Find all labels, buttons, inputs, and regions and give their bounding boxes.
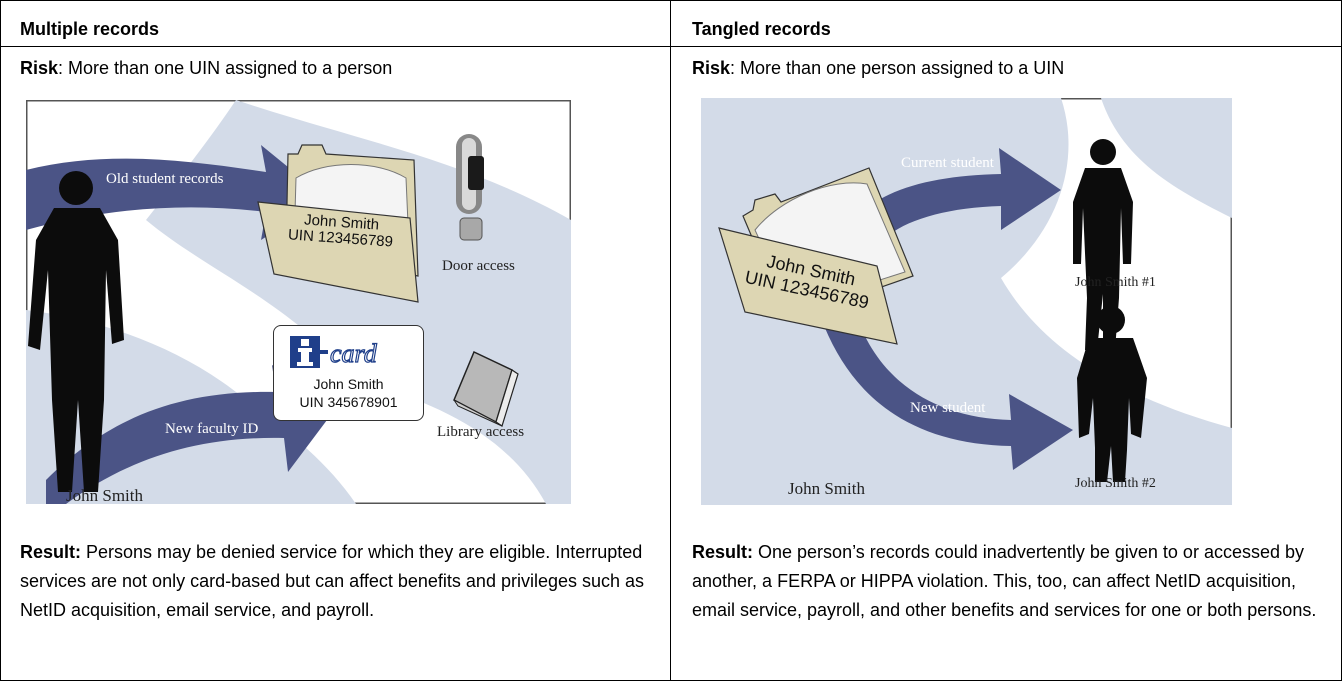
card-name: John Smith <box>313 376 384 392</box>
current-student-label: Current student <box>901 155 994 171</box>
right-heading: Tangled records <box>692 19 831 39</box>
header-divider <box>0 46 1342 47</box>
column-divider <box>670 0 671 681</box>
folder-tangled <box>718 167 914 345</box>
person-silhouette <box>28 171 124 492</box>
right-risk: Risk: More than one person assigned to a… <box>692 57 1064 79</box>
old-records-label: Old student records <box>106 171 224 187</box>
door-access-label: Door access <box>442 258 515 274</box>
old-records-arrow <box>26 145 326 240</box>
person2-label: John Smith #2 <box>1075 476 1156 491</box>
new-faculty-id-label: New faculty ID <box>165 421 259 437</box>
person1-label: John Smith #1 <box>1075 275 1156 290</box>
right-risk-text: : More than one person assigned to a UIN <box>730 58 1065 78</box>
swoosh-background-top <box>1101 98 1232 218</box>
library-book-icon <box>453 350 519 427</box>
diagram-canvas-right <box>701 98 1232 505</box>
left-heading: Multiple records <box>20 19 160 39</box>
left-result-label: Result: <box>20 542 82 562</box>
left-risk: Risk: More than one UIN assigned to a pe… <box>20 57 392 79</box>
left-result-text: Persons may be denied service for which … <box>20 542 645 620</box>
library-access-label: Library access <box>437 424 525 440</box>
folder-top <box>257 144 419 303</box>
right-result-label: Result: <box>692 542 754 562</box>
left-result: Result: Persons may be denied service fo… <box>20 538 650 625</box>
new-id-arrow <box>46 365 336 504</box>
left-risk-label: Risk <box>20 58 59 78</box>
person-name-label: John Smith <box>66 486 143 505</box>
right-risk-label: Risk <box>692 58 731 78</box>
icard: card John Smith UIN 345678901 <box>273 325 424 421</box>
multiple-records-diagram: Old student records New faculty ID John … <box>26 100 571 505</box>
new-student-label: New student <box>910 400 986 416</box>
diagram-canvas <box>26 100 571 504</box>
right-result-text: One person’s records could inadvertently… <box>692 542 1317 620</box>
door-reader-icon <box>456 134 484 241</box>
new-student-arrow <box>821 298 1073 470</box>
left-risk-text: : More than one UIN assigned to a person <box>58 58 393 78</box>
source-person-label: John Smith <box>788 479 865 498</box>
person2-silhouette <box>1077 306 1147 482</box>
icard-logo-icon: card <box>290 336 378 369</box>
right-result: Result: One person’s records could inadv… <box>692 538 1322 625</box>
person1-silhouette <box>1073 139 1133 350</box>
tangled-records-diagram: Current student New student John Smith U… <box>701 98 1232 505</box>
icard-logo-text: card <box>330 339 378 368</box>
card-uin: UIN 345678901 <box>299 394 398 410</box>
